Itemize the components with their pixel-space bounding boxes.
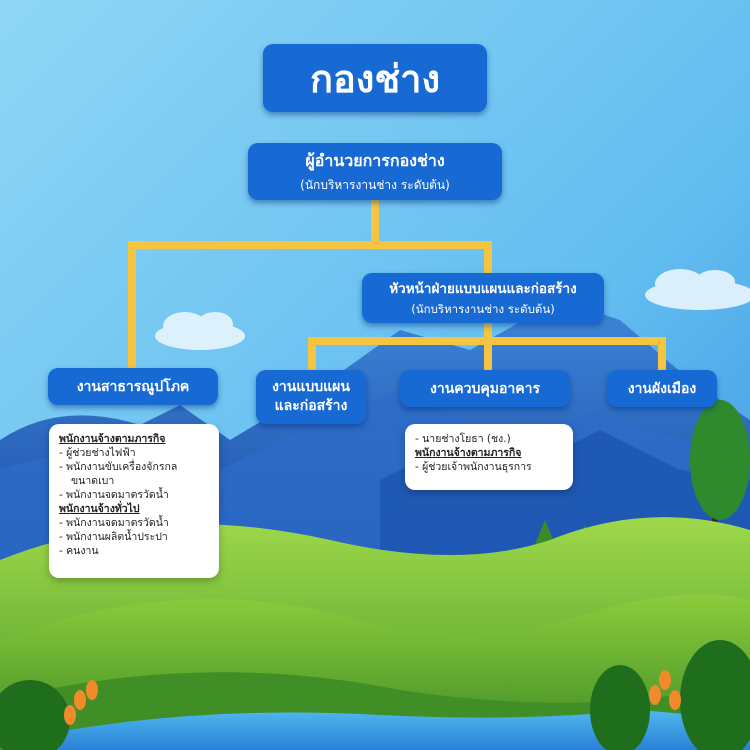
director-title: ผู้อำนวยการกองช่าง xyxy=(305,150,445,170)
list-item: - พนักงานขับเครื่องจักรกล xyxy=(59,461,178,473)
utilities-staff-card: พนักงานจ้างตามภารกิจ - ผู้ช่วยช่างไฟฟ้า … xyxy=(49,424,219,578)
unit-design-line1: งานแบบแผน xyxy=(272,379,350,395)
utilities-general-heading: พนักงานจ้างทั่วไป xyxy=(59,503,140,515)
list-item: ขนาดเบา xyxy=(71,475,115,487)
list-item: - พนักงานจดมาตรวัดน้ำ xyxy=(59,489,169,501)
unit-design: งานแบบแผน และก่อสร้าง xyxy=(256,370,366,424)
head-box: หัวหน้าฝ่ายแบบแผนและก่อสร้าง (นักบริหารง… xyxy=(362,273,604,323)
unit-control-label: งานควบคุมอาคาร xyxy=(430,380,540,397)
unit-planning-label: งานผังเมือง xyxy=(627,380,697,397)
head-title: หัวหน้าฝ่ายแบบแผนและก่อสร้าง xyxy=(389,281,577,297)
page-title-text: กองช่าง xyxy=(309,56,441,101)
control-mission-heading: พนักงานจ้างตามภารกิจ xyxy=(415,447,522,459)
unit-control: งานควบคุมอาคาร xyxy=(400,370,570,407)
list-item: - ผู้ช่วยช่างไฟฟ้า xyxy=(59,447,136,459)
page-title: กองช่าง xyxy=(263,44,487,112)
director-box: ผู้อำนวยการกองช่าง (นักบริหารงานช่าง ระด… xyxy=(248,143,502,200)
unit-utilities-label: งานสาธารณูปโภค xyxy=(76,378,190,395)
list-item: - คนงาน xyxy=(59,545,99,557)
list-item: - พนักงานจดมาตรวัดน้ำ xyxy=(59,517,169,529)
control-staff-card: - นายช่างโยธา (ชง.) พนักงานจ้างตามภารกิจ… xyxy=(405,424,573,490)
head-subtitle: (นักบริหารงานช่าง ระดับต้น) xyxy=(411,302,555,316)
unit-design-line2: และก่อสร้าง xyxy=(274,398,348,414)
unit-planning: งานผังเมือง xyxy=(607,370,717,407)
director-subtitle: (นักบริหารงานช่าง ระดับต้น) xyxy=(300,177,450,192)
list-item: - ผู้ช่วยเจ้าพนักงานธุรการ xyxy=(415,461,532,473)
list-item: - พนักงานผลิตน้ำประปา xyxy=(59,531,168,543)
list-item: - นายช่างโยธา (ชง.) xyxy=(415,433,511,445)
utilities-mission-heading: พนักงานจ้างตามภารกิจ xyxy=(59,433,166,445)
unit-utilities: งานสาธารณูปโภค xyxy=(48,368,218,405)
